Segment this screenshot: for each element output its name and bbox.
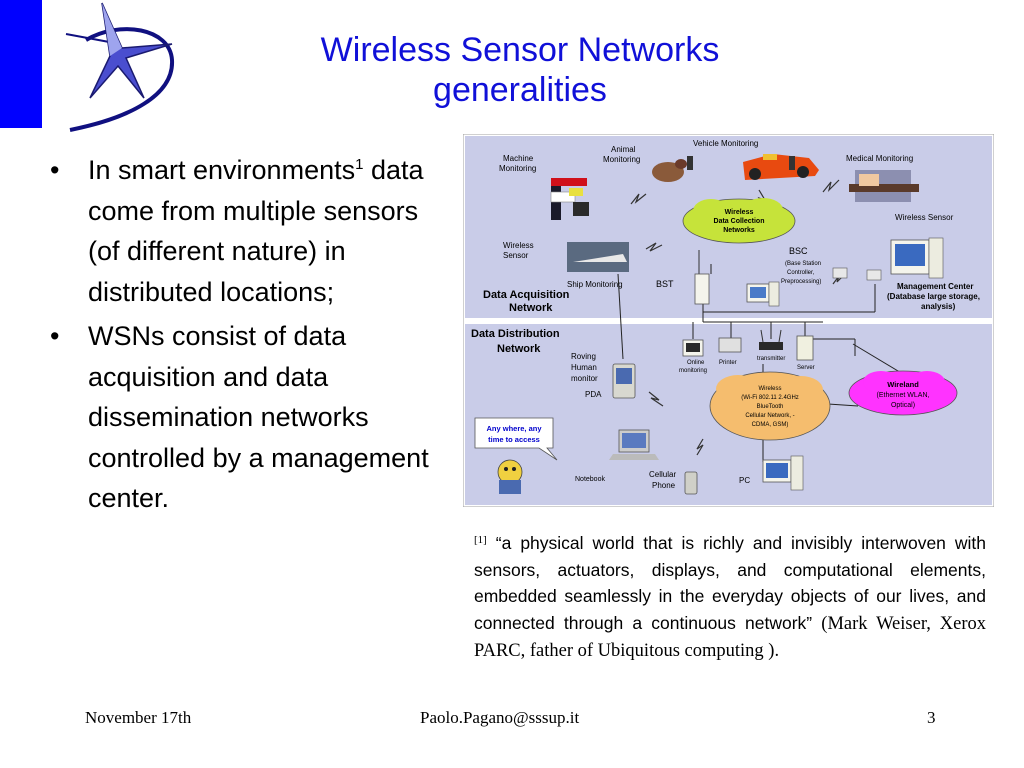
anywhere-2: time to access bbox=[488, 435, 540, 444]
label-acquisition-2: Network bbox=[509, 302, 553, 314]
wsn-diagram: Machine Monitoring Animal Monitoring Veh… bbox=[463, 134, 994, 507]
small-sensor-icons bbox=[687, 156, 882, 281]
label-roving-1: Roving bbox=[571, 352, 596, 361]
wireland-3: Optical) bbox=[891, 402, 915, 409]
cloud-label-1: Wireless bbox=[725, 209, 754, 216]
label-cellular-2: Phone bbox=[652, 481, 676, 490]
transmitter-icon bbox=[759, 329, 783, 350]
wireland-cloud bbox=[848, 370, 958, 416]
medical-monitoring-icon bbox=[849, 170, 919, 202]
bullet-list: • In smart environments1 data come from m… bbox=[45, 150, 440, 523]
label-animal-2: Monitoring bbox=[603, 155, 640, 164]
label-wireless-sensor-right: Wireless Sensor bbox=[895, 213, 954, 222]
bullet-item-smart-environments: • In smart environments1 data come from m… bbox=[45, 150, 440, 312]
label-wireless-sensor-left-1: Wireless bbox=[503, 241, 534, 250]
footnote-attribution: (Mark Weiser, Xerox PARC, father of Ubiq… bbox=[474, 613, 986, 662]
footer-page-number: 3 bbox=[927, 708, 936, 727]
label-server: Server bbox=[797, 365, 815, 371]
data-collection-cloud bbox=[682, 198, 796, 244]
wireless-cloud-2: (Wi-Fi 802.11 2.4GHz bbox=[741, 395, 799, 401]
label-acquisition-1: Data Acquisition bbox=[483, 289, 570, 301]
label-printer: Printer bbox=[719, 360, 737, 366]
bullet-dot: • bbox=[50, 321, 60, 351]
label-roving-3: monitor bbox=[571, 374, 598, 383]
label-distribution-1: Data Distribution bbox=[471, 328, 560, 340]
title-line-2: generalities bbox=[433, 71, 607, 109]
ship-monitoring-icon bbox=[567, 242, 629, 272]
blue-side-bar bbox=[0, 0, 42, 128]
footer-date: November 17th bbox=[85, 708, 192, 727]
label-mgmt-1: Management Center bbox=[897, 282, 973, 291]
server-icon bbox=[796, 335, 814, 361]
label-transmitter: transmitter bbox=[757, 356, 785, 362]
label-vehicle: Vehicle Monitoring bbox=[693, 139, 758, 148]
label-online-1: Online bbox=[687, 360, 705, 366]
bullet-dot: • bbox=[50, 155, 60, 185]
bullet-text-1b: data come from multiple sensors (of diff… bbox=[88, 155, 424, 307]
wireless-cloud-1: Wireless bbox=[758, 386, 781, 392]
animal-monitoring-icon bbox=[652, 159, 687, 182]
label-bsc-desc-3: Preprocessing) bbox=[781, 279, 821, 285]
label-mgmt-3: analysis) bbox=[921, 302, 956, 311]
cellular-phone-icon bbox=[684, 471, 698, 495]
label-medical: Medical Monitoring bbox=[846, 154, 913, 163]
wireless-cloud-3: BlueTooth bbox=[757, 404, 784, 410]
label-roving-2: Human bbox=[571, 363, 597, 372]
label-machine-1: Machine bbox=[503, 154, 534, 163]
title-line-1: Wireless Sensor Networks bbox=[320, 31, 720, 69]
bullet-item-wsn: • WSNs consist of data acquisition and d… bbox=[45, 316, 440, 519]
footnote: [1] “a physical world that is richly and… bbox=[474, 527, 986, 665]
label-online-2: monitoring bbox=[679, 368, 707, 374]
label-pc: PC bbox=[739, 476, 750, 485]
cloud-label-3: Networks bbox=[723, 227, 755, 234]
footnote-ref: 1 bbox=[355, 156, 364, 173]
machine-monitoring-icon bbox=[550, 178, 589, 220]
cloud-label-2: Data Collection bbox=[714, 218, 765, 225]
slide-title: Wireless Sensor Networks generalities bbox=[240, 30, 800, 110]
wireless-cloud-5: CDMA, GSM) bbox=[752, 422, 789, 428]
label-notebook: Notebook bbox=[575, 476, 605, 483]
label-machine-2: Monitoring bbox=[499, 164, 536, 173]
label-mgmt-2: (Database large storage, bbox=[887, 292, 980, 301]
pc-icon bbox=[762, 455, 804, 491]
label-ship: Ship Monitoring bbox=[567, 280, 623, 289]
label-animal-1: Animal bbox=[611, 145, 636, 154]
footer-email: Paolo.Pagano@sssup.it bbox=[420, 708, 580, 727]
label-bsc-desc-2: Controller, bbox=[787, 270, 815, 276]
bullet-text-2: WSNs consist of data acquisition and dat… bbox=[88, 321, 429, 513]
bullet-text-1a: In smart environments bbox=[88, 155, 356, 185]
cartoon-person-icon bbox=[497, 459, 523, 494]
bsc-computer-icon bbox=[746, 281, 780, 307]
label-pda: PDA bbox=[585, 390, 602, 399]
anywhere-callout bbox=[474, 417, 558, 461]
management-center-icon bbox=[890, 237, 944, 279]
printer-icon bbox=[718, 337, 742, 353]
footnote-quote: “a physical world that is richly and inv… bbox=[474, 533, 986, 633]
label-distribution-2: Network bbox=[497, 343, 541, 355]
label-bsc-desc-1: (Base Station bbox=[785, 261, 821, 267]
logo-star-icon bbox=[65, 2, 175, 132]
notebook-icon bbox=[609, 429, 659, 460]
label-bsc: BSC bbox=[789, 246, 808, 256]
online-monitoring-icon bbox=[682, 339, 704, 357]
bst-tower-icon bbox=[694, 250, 710, 305]
wireland-1: Wireland bbox=[887, 380, 919, 389]
label-cellular-1: Cellular bbox=[649, 470, 676, 479]
footnote-mark: [1] bbox=[474, 534, 487, 546]
wireland-2: (Ethernet WLAN, bbox=[877, 392, 930, 399]
vehicle-monitoring-icon bbox=[743, 154, 819, 180]
label-wireless-sensor-left-2: Sensor bbox=[503, 251, 529, 260]
label-bst: BST bbox=[656, 279, 674, 289]
anywhere-1: Any where, any bbox=[486, 424, 542, 433]
wireless-cloud-4: Cellular Network, - bbox=[745, 413, 794, 419]
pda-icon bbox=[612, 363, 636, 399]
wireless-cloud bbox=[709, 371, 831, 441]
